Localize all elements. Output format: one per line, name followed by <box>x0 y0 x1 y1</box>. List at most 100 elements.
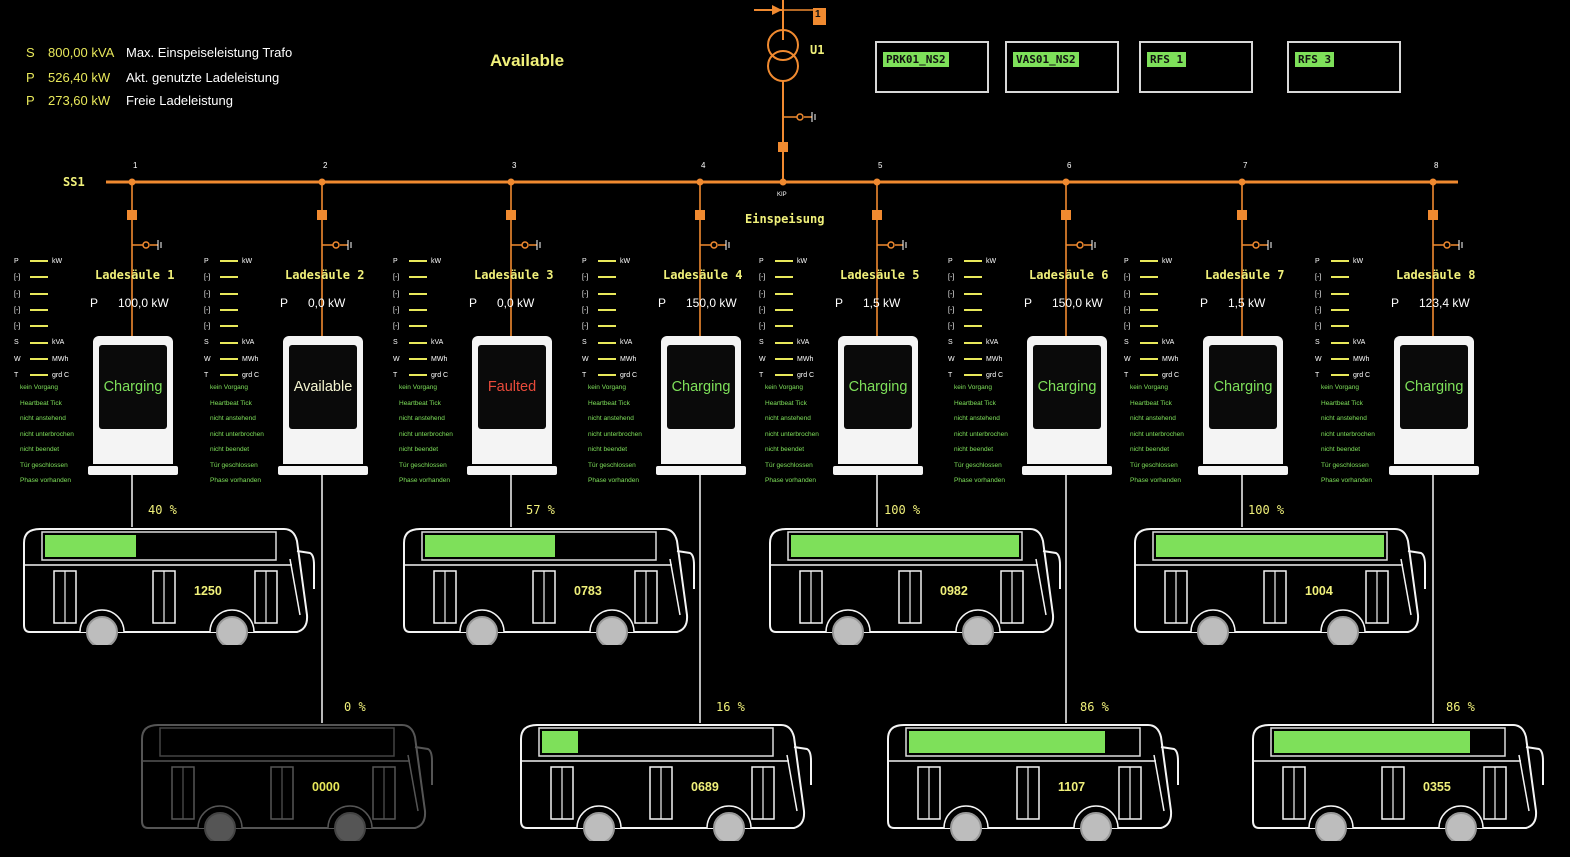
power-symbol: P <box>1024 296 1033 310</box>
station-name: Ladesäule 1 <box>95 268 175 282</box>
power-value: 150,0 kW <box>1052 296 1103 310</box>
measurement-value <box>775 276 793 279</box>
measurement-symbol: [-] <box>14 323 21 331</box>
measurement-symbol: S <box>393 339 398 347</box>
charger-base <box>1198 466 1288 475</box>
measurement-unit: kVA <box>620 339 633 347</box>
bay-breaker[interactable] <box>1237 210 1247 220</box>
bay-breaker[interactable] <box>872 210 882 220</box>
battery-fill <box>45 535 136 557</box>
electric-bus[interactable] <box>886 723 1181 841</box>
measurement-symbol: [-] <box>582 323 589 331</box>
feeder-prk01[interactable]: PRK01_NS2 <box>875 41 989 93</box>
measurement-row: [-] <box>14 319 84 335</box>
measurement-value <box>1140 260 1158 263</box>
status-line: kein Vorgang <box>954 384 992 391</box>
measurement-unit: kVA <box>1162 339 1175 347</box>
measurement-symbol: T <box>204 372 209 380</box>
measurement-row: [-] <box>759 319 829 335</box>
earth-switch-icon <box>142 241 150 249</box>
measurement-symbol: [-] <box>948 306 955 314</box>
measurement-symbol: W <box>1315 355 1322 363</box>
bus-number: 1004 <box>1305 584 1333 598</box>
earth-switch-icon <box>332 241 340 249</box>
battery-bar <box>538 727 774 757</box>
measurement-value <box>598 309 616 312</box>
charger-status-display: Charging <box>1400 345 1468 429</box>
measurement-symbol: T <box>393 372 398 380</box>
measurement-value <box>1331 374 1349 377</box>
bay-breaker[interactable] <box>317 210 327 220</box>
measurement-value <box>409 276 427 279</box>
measurement-unit: kVA <box>52 339 65 347</box>
power-symbol: P <box>835 296 844 310</box>
feeder-rfs3[interactable]: RFS 3 <box>1287 41 1401 93</box>
feed-breaker[interactable] <box>778 142 788 152</box>
wheel <box>713 812 745 841</box>
transformer-symbol[interactable] <box>754 0 813 82</box>
earth-switch-icon <box>521 241 529 249</box>
charging-station[interactable]: Charging <box>1394 336 1474 464</box>
measurement-value <box>30 357 48 360</box>
charging-station[interactable]: Charging <box>661 336 741 464</box>
status-line: nicht unterbrochen <box>1321 430 1375 438</box>
bay-breaker[interactable] <box>1428 210 1438 220</box>
bay-number: 1 <box>133 161 138 170</box>
measurement-symbol: W <box>582 355 589 363</box>
battery-fill <box>1274 731 1470 753</box>
measurement-symbol: P <box>204 258 209 265</box>
trafo-status: Available <box>490 51 565 70</box>
electric-bus[interactable] <box>140 723 435 841</box>
status-line: nicht anstehend <box>399 415 445 422</box>
status-line: Phase vorhanden <box>399 477 450 484</box>
charger-base <box>88 466 178 475</box>
charging-station[interactable]: Faulted <box>472 336 552 464</box>
charging-station[interactable]: Available <box>283 336 363 464</box>
measurement-unit: MWh <box>52 355 69 363</box>
bay-number: 2 <box>323 161 328 170</box>
status-line: Phase vorhanden <box>954 477 1005 484</box>
bus-mirror <box>414 746 433 785</box>
measurement-symbol: [-] <box>393 290 400 298</box>
charger-base <box>278 466 368 475</box>
bay-breaker[interactable] <box>695 210 705 220</box>
charging-station[interactable]: Charging <box>93 336 173 464</box>
charging-station[interactable]: Charging <box>1203 336 1283 464</box>
bay-breaker[interactable] <box>1061 210 1071 220</box>
measurement-symbol: P <box>14 258 19 265</box>
battery-bar <box>41 531 277 561</box>
measurement-unit: kW <box>52 258 63 265</box>
electric-bus[interactable] <box>519 723 814 841</box>
measurement-value <box>409 260 427 263</box>
measurement-row: [-] <box>948 270 1018 286</box>
electric-bus[interactable] <box>768 527 1063 645</box>
station-name: Ladesäule 8 <box>1396 268 1476 282</box>
electric-bus[interactable] <box>1251 723 1546 841</box>
electric-bus[interactable] <box>1133 527 1428 645</box>
electric-bus[interactable] <box>22 527 317 645</box>
status-line: nicht beendet <box>1321 446 1361 453</box>
measurement-row: [-] <box>759 303 829 319</box>
bus-windshield <box>1035 558 1047 616</box>
battery-fill <box>909 731 1105 753</box>
charging-station[interactable]: Charging <box>1027 336 1107 464</box>
bay-breaker[interactable] <box>506 210 516 220</box>
status-line: Tür geschlossen <box>210 461 258 469</box>
charging-station[interactable]: Charging <box>838 336 918 464</box>
measurement-unit: kW <box>431 258 442 265</box>
measurement-row: [-] <box>948 303 1018 319</box>
bus-number: 0783 <box>574 584 602 598</box>
power-value: 0,0 kW <box>497 296 535 310</box>
measurement-symbol: T <box>948 372 953 380</box>
electric-bus[interactable] <box>402 527 697 645</box>
bus-mirror <box>1407 550 1426 589</box>
bay-breaker[interactable] <box>127 210 137 220</box>
status-line: Phase vorhanden <box>588 477 639 484</box>
feeder-rfs1[interactable]: RFS 1 <box>1139 41 1253 93</box>
feeder-vas01[interactable]: VAS01_NS2 <box>1005 41 1119 93</box>
